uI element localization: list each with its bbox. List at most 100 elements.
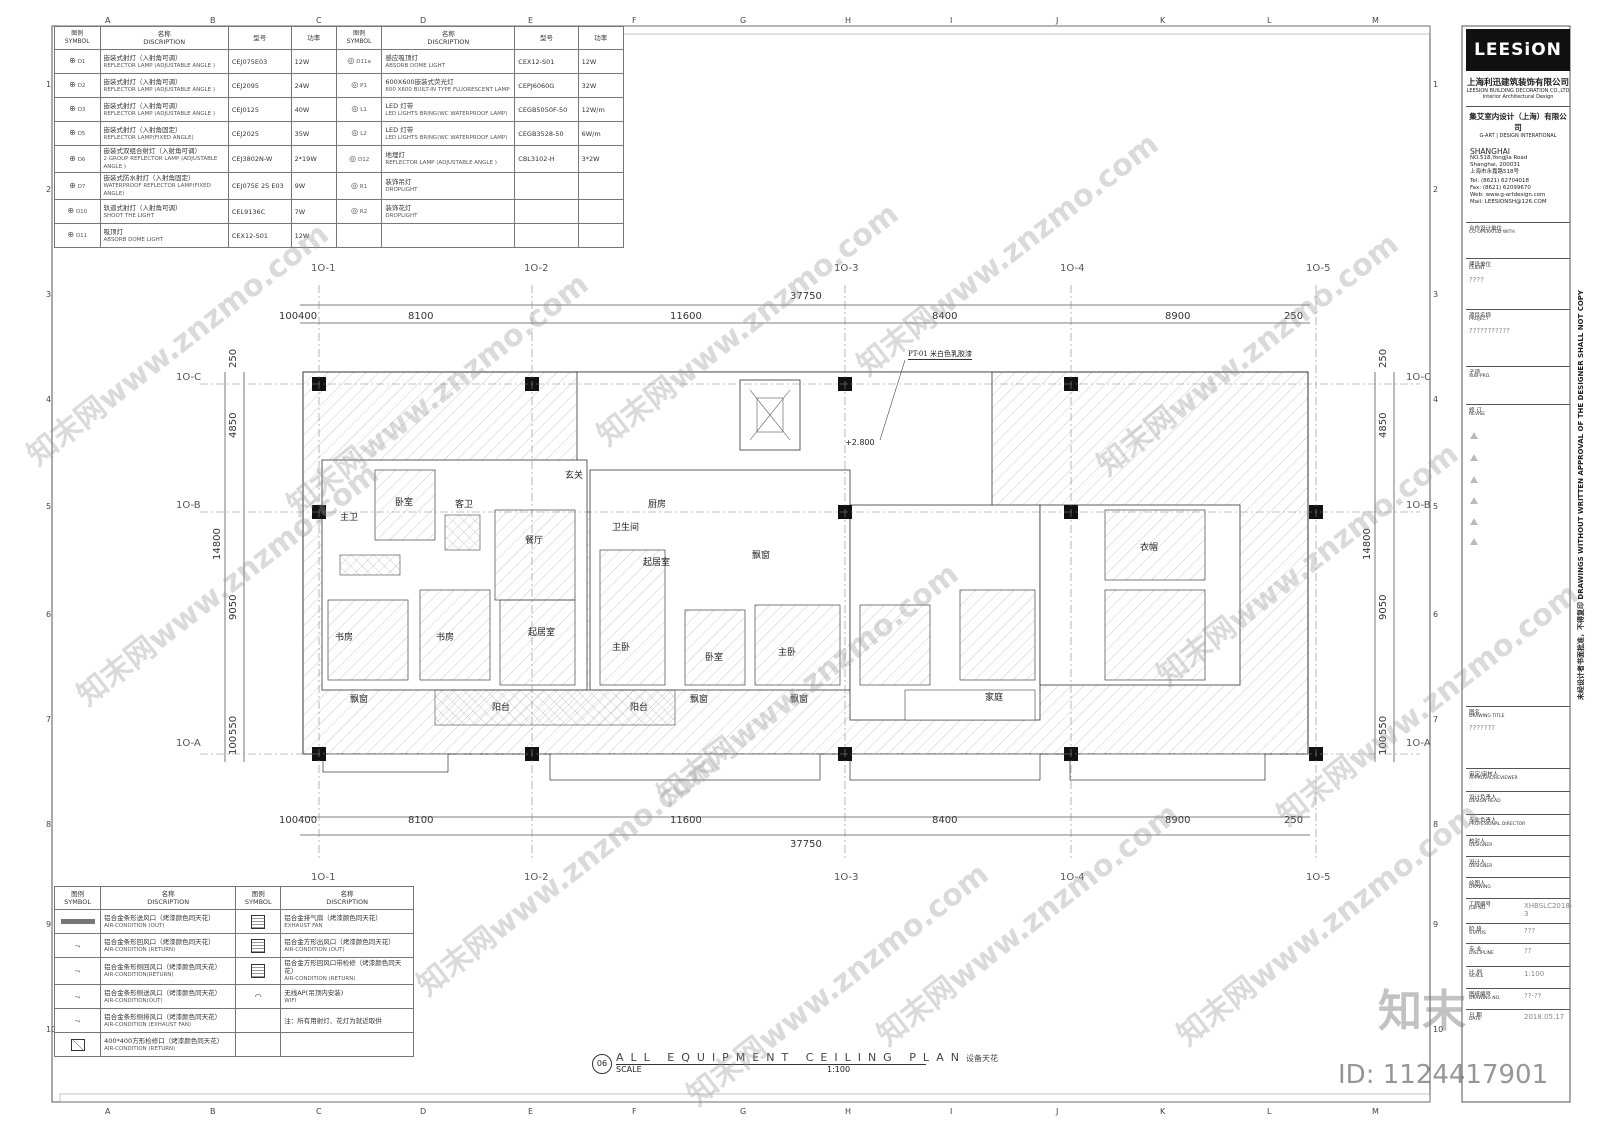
room-label: 衣帽: [1140, 543, 1159, 553]
grid-letter: K: [1160, 16, 1166, 25]
hvac-name: 铝合金条形回风口（烤漆颜色同天花）AIR-CONDITION (RETURN): [100, 933, 237, 958]
axis-label-right: 1O-C: [1406, 372, 1432, 383]
name-cn: 嵌装式射灯（入射角可调）: [103, 77, 182, 86]
segment-dim-top: 11600: [670, 311, 702, 322]
grid-letter-bottom: J: [1056, 1107, 1059, 1116]
grid-letter: I: [950, 16, 953, 25]
segment-dim-bottom: 250: [1284, 815, 1304, 826]
name-cn: 铝合金排气扇（烤漆颜色同天花）: [284, 913, 382, 922]
grid-letter: D: [420, 16, 427, 25]
left-dim: 14800: [212, 528, 223, 560]
room-label: 阳台: [630, 703, 649, 713]
symbol-code: D6: [77, 156, 86, 163]
name-cn: 铝合金方形出风口（烤漆颜色同天花）: [284, 937, 395, 946]
total-width-dim: 37750: [790, 291, 822, 302]
row-label-en: PROJECT: [1469, 317, 1489, 322]
grid-letter: A: [105, 16, 111, 25]
grid-letter: H: [845, 16, 852, 25]
grid-number-right: 10: [1433, 1025, 1444, 1034]
symbol-code: D5: [77, 131, 86, 137]
legend-model: CEPJ6060G: [514, 73, 579, 98]
row-label-cn: 阶 段: [1469, 927, 1482, 933]
light-symbol-icon: [335, 223, 383, 248]
name-en: WIFI: [284, 997, 297, 1004]
name-cn: 嵌装式射灯（入射角固定）: [103, 125, 182, 134]
vent-symbol-icon: [235, 933, 282, 958]
name-en: LED LIGHTS BRING(WC WATERPROOF LAMP): [385, 134, 508, 141]
legend-power: 35W: [290, 121, 337, 146]
grid-number-right: 3: [1433, 290, 1439, 299]
hvac-legend-row: 铝合金条形送风口（烤漆颜色同天花）AIR-CONDITION (OUT) 铝合金排…: [53, 909, 414, 934]
grid-letter-bottom: B: [210, 1107, 216, 1116]
row-label-cn: 工程编号: [1469, 902, 1492, 908]
grid-number-right: 7: [1433, 715, 1439, 724]
row-value: ???????????: [1469, 327, 1510, 335]
vent-symbol-icon: [235, 909, 282, 934]
name-cn: 铝合金条形侧排风口（烤漆颜色同天花）: [104, 1012, 222, 1021]
hvac-name: 铝合金方形出风口（烤漆颜色同天花）AIR-CONDITION (OUT): [280, 933, 414, 958]
name-cn: 装饰吊灯: [385, 178, 412, 186]
name-cn: 吸顶灯: [103, 227, 124, 236]
hvac-name: 无线AP(吊顶内安装)WIFI: [280, 984, 414, 1009]
axis-label-bottom: 1O-1: [311, 872, 336, 883]
legend-name: 嵌装式射灯（入射角可调）REFLECTOR LAMP (ADJUSTABLE A…: [99, 97, 229, 122]
grid-letter: L: [1267, 16, 1272, 25]
grid-letter: C: [316, 16, 322, 25]
symbol-code: D10: [75, 209, 88, 215]
name-cn: 400*400方形检修口（烤漆颜色同天花）: [104, 1036, 224, 1045]
grid-letter-bottom: F: [632, 1107, 637, 1116]
row-label-en: DISCIPLINE: [1469, 951, 1494, 956]
legend-name: 嵌装式射灯（入射角固定）REFLECTOR LAMP(FIXED ANGLE): [99, 121, 229, 146]
name-en: DROPLIGHT: [385, 212, 418, 219]
partner-name-cn: 集艾室内设计（上海）有限公司: [1469, 112, 1567, 132]
id-watermark: ID: 1124417901: [1338, 1060, 1549, 1090]
legend-model: CEX12-S01: [227, 223, 292, 248]
grid-letter: F: [632, 16, 637, 25]
legend-power: 32W: [577, 73, 625, 98]
copy-notice: 未经设计者书面批准，不得复印 DRAWINGS WITHOUT WRITTEN …: [1577, 289, 1585, 700]
hvac-name: 铝合金条形送风口（烤漆颜色同天花）AIR-CONDITION (OUT): [100, 909, 237, 934]
row-label-cn: 绘图人: [1469, 881, 1486, 887]
row-value: 2018.05.17: [1524, 1013, 1565, 1021]
grid-number: 2: [46, 185, 52, 194]
symbol-code: L2: [360, 131, 367, 137]
name-en: ABSORB DOME LIGHT: [385, 62, 445, 69]
symbol-code: D2: [77, 83, 86, 89]
left-dim: 250: [228, 348, 239, 368]
grid-number-right: 1: [1433, 80, 1439, 89]
light-symbol-icon: ⊕ D11: [54, 223, 101, 248]
right-dim: 9050: [1378, 594, 1389, 620]
name-en: AIR-CONDITION (OUT): [104, 922, 165, 929]
grid-number: 5: [46, 502, 52, 511]
grid-letter-bottom: M: [1372, 1107, 1379, 1116]
symbol-code: D11a: [356, 59, 371, 65]
legend-power: 40W: [290, 97, 337, 122]
grid-letter-bottom: H: [845, 1107, 852, 1116]
legend-model: CEJ3802N-W: [227, 145, 292, 173]
name-cn: 嵌装式射灯（入射角可调）: [103, 101, 182, 110]
room-label: 起居室: [528, 628, 556, 638]
hvac-legend-row: ⤳铝合金条形回风口（烤漆颜色同天花）AIR-CONDITION (RETURN)…: [53, 933, 414, 958]
legend-name: 嵌装式射灯（入射角可调）REFLECTOR LAMP (ADJUSTABLE A…: [99, 73, 229, 98]
room-label: 主卧: [612, 643, 631, 653]
name-cn: 注：所有用射灯、花灯为就近取供: [284, 1016, 382, 1025]
grid-letter: M: [1372, 16, 1379, 25]
name-cn: 铝合金方形回风口带检修（烤漆颜色同天花）: [284, 959, 402, 975]
row-label-en: DRAWING NO.: [1469, 996, 1501, 1001]
grid-number: 3: [46, 290, 52, 299]
right-dim: 250: [1378, 348, 1389, 368]
ceiling-plan-drawing: [200, 285, 1420, 860]
axis-label-top: 1O-2: [524, 263, 549, 274]
grid-letter: B: [210, 16, 216, 25]
revision-triangle-icon: [1470, 518, 1478, 525]
